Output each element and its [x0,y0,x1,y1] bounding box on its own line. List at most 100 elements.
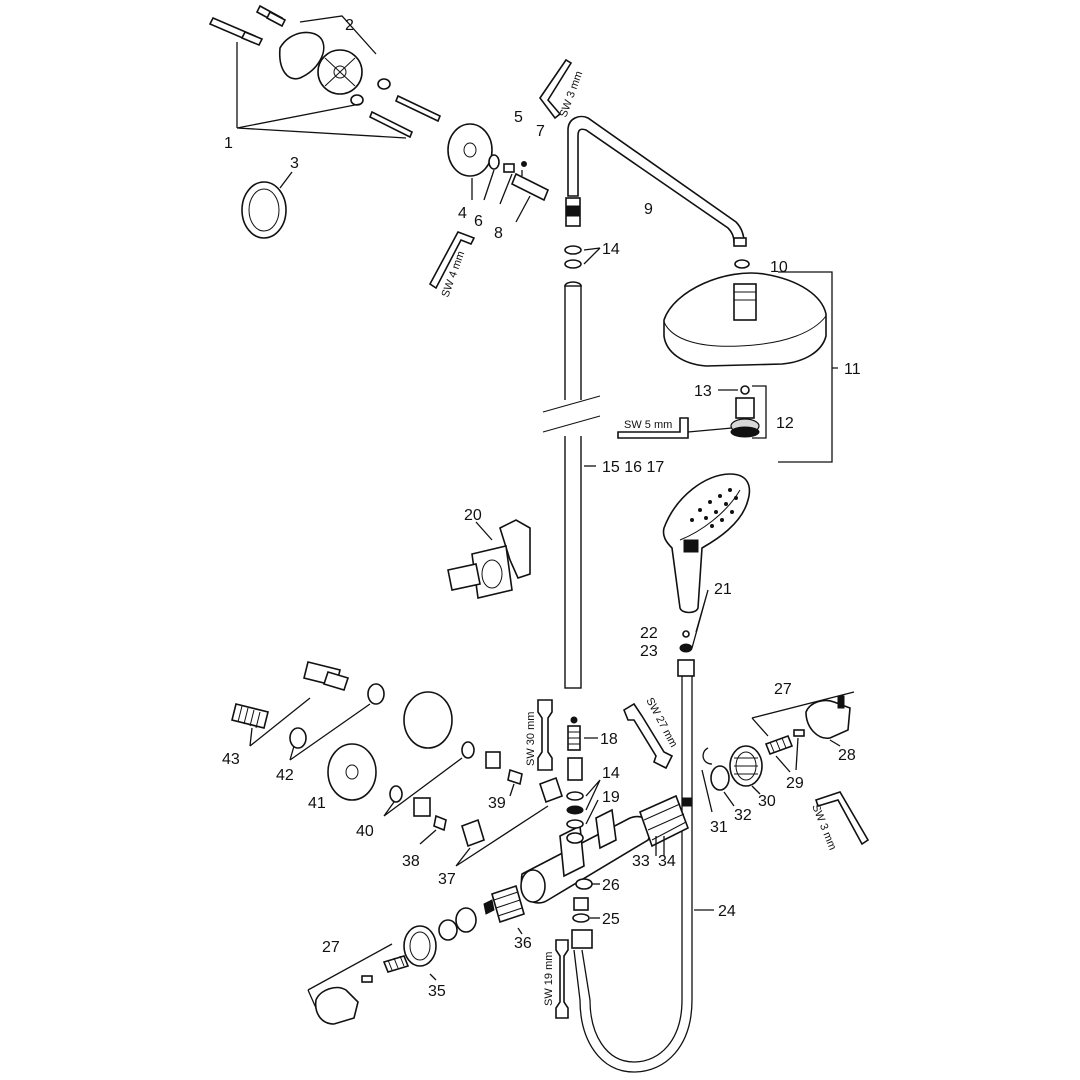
callout-40: 40 [356,823,374,840]
callout-4: 4 [458,205,467,222]
s-union-43 [231,661,350,729]
callout-26: 26 [602,877,620,894]
allen-key-sw3-right [814,791,870,846]
filter-22 [682,630,690,638]
allen-key-sw3-top [539,58,573,120]
arm-connector [565,197,581,227]
allen-key-sw4 [428,231,476,290]
ring-26 [575,878,593,890]
grub-7 [521,161,527,167]
label-sw19: SW 19 mm [543,952,555,1006]
shower-arm-9 [567,115,747,247]
hand-shower-21 [662,473,751,614]
bracket-27-left [307,943,393,1009]
callout-22: 22 [640,625,658,642]
wall-screws [368,94,442,139]
callout-5: 5 [514,109,523,126]
callout-20: 20 [464,507,482,524]
sleeve-8 [510,172,550,202]
callout-11: 11 [844,361,861,378]
pin-6 [503,163,515,173]
callout-27-left: 27 [322,939,340,956]
o-ring-5 [488,154,500,170]
callout-33: 33 [632,853,650,870]
callout-35: 35 [428,983,446,1000]
clip-31 [702,747,713,765]
callout-13: 13 [694,383,712,400]
wall-plate [278,31,363,95]
washer-40 [389,741,475,803]
callout-37: 37 [438,871,456,888]
label-sw5: SW 5 mm [624,419,672,431]
callout-8: 8 [494,225,503,242]
callout-18: 18 [600,731,618,748]
label-sw30: SW 30 mm [525,712,537,766]
callout-28: 28 [838,747,856,764]
callout-6: 6 [474,213,483,230]
spring-29 [764,729,805,756]
filter-38 [413,797,447,832]
callout-2: 2 [345,17,354,34]
filter-13 [740,385,750,395]
overhead-shower-11 [663,272,827,367]
nut-37 [461,776,564,848]
riser-pipe [542,281,601,689]
wrench-sw27 [623,702,674,770]
callout-32: 32 [734,807,752,824]
o-rings-14-top [564,245,582,269]
callout-15-16-17: 15 16 17 [602,459,664,476]
callout-9: 9 [644,201,653,218]
spring-35 [382,955,410,973]
callout-39: 39 [488,795,506,812]
wrench-sw30 [537,699,553,771]
handle-27-left [314,986,359,1025]
o-ring-32 [710,765,730,791]
escutcheon-41 [327,691,453,801]
thermostat-body [520,808,652,904]
filter-39 [485,751,523,786]
callout-10: 10 [770,259,788,276]
ring-36a [455,907,477,933]
fitting-25 [572,897,590,923]
escutcheon-4 [447,123,493,177]
handle-28 [805,695,851,739]
seal-23 [679,643,693,653]
callout-1: 1 [224,135,233,152]
screw-set [208,4,287,47]
callout-31: 31 [710,819,728,836]
o-rings-14-bottom [566,757,584,844]
callout-14-top: 14 [602,241,620,258]
callout-43: 43 [222,751,240,768]
stop-ring-35 [403,925,437,967]
callout-12: 12 [776,415,794,432]
callout-34: 34 [658,853,676,870]
callout-21: 21 [714,581,732,598]
callout-25: 25 [602,911,620,928]
callout-3: 3 [290,155,299,172]
label-sw3-right: SW 3 mm [809,803,838,852]
callout-42: 42 [276,767,294,784]
callout-29: 29 [786,775,804,792]
valve-18 [567,716,581,751]
check-valve-42 [289,683,385,749]
callout-19: 19 [602,789,620,806]
cover-cap-3 [241,181,287,239]
nozzle-12 [730,397,760,438]
slider-20 [447,519,531,599]
callout-23: 23 [640,643,658,660]
leader-1 [236,42,407,139]
callout-7: 7 [536,123,545,140]
callout-24: 24 [718,903,736,920]
screw-27-left [361,975,373,983]
allen-key-sw5 [617,417,689,439]
callout-27-right: 27 [774,681,792,698]
callout-numbers: 1 2 3 4 5 6 7 8 9 10 11 12 13 14 15 16 1… [222,17,861,1000]
bracket-11 [778,271,838,463]
wrench-sw19 [555,939,569,1019]
shower-hose-24 [571,659,695,1073]
stop-ring-30 [729,745,763,787]
callout-14-bottom: 14 [602,765,620,782]
callout-38: 38 [402,853,420,870]
